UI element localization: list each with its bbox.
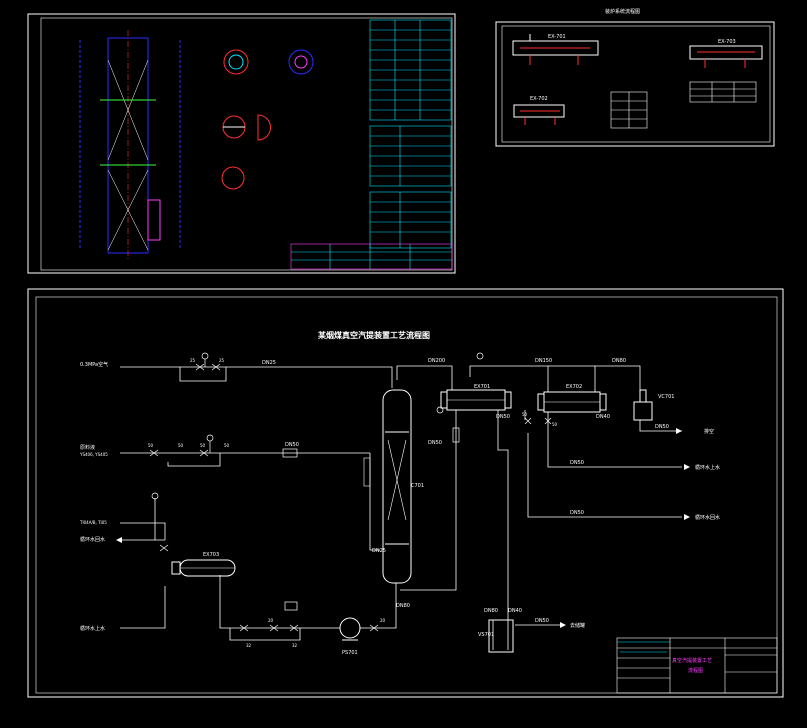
outlet-noncondensable-label: 排空 [704, 428, 714, 435]
feed-inlet-label: 原料液 [80, 444, 95, 451]
pipe-cw-sup-size: DN50 [570, 460, 584, 466]
sheet3-inner-frame [35, 296, 778, 694]
pipe-vent-size: DN50 [655, 424, 669, 430]
exchanger-ex703-drawing [689, 45, 763, 68]
valve-size-50b: 50 [178, 443, 184, 448]
cw-return-left-label: 循环水回水 [80, 536, 105, 543]
sheet1-data-tables [290, 19, 453, 270]
pipe-vapor-top-size: DN200 [428, 358, 445, 364]
sheet2-title: 装炉系统流程图 [605, 8, 640, 15]
condenser2-label: EX702 [566, 384, 582, 390]
sheet-column-detail [27, 13, 456, 274]
sheet-heat-exchangers: 装炉系统流程图 EX-701 EX-703 EX-702 [495, 8, 775, 147]
title-block-name-line2: 流程图 [688, 667, 703, 674]
sheet-process-flow: 某烟煤真空汽提装置工艺流程图 [27, 288, 784, 698]
sheet2-label-ex702: EX-702 [530, 96, 548, 102]
exchanger-ex702-drawing [513, 104, 565, 125]
valves-instruments [149, 352, 552, 632]
flow-arrows [116, 428, 690, 628]
valve-size-20a: 20 [268, 618, 274, 623]
valve-size-50d: 50 [224, 443, 230, 448]
pipe-cw-ret-size: DN50 [570, 510, 584, 516]
vacuum-pump-vc701 [633, 389, 653, 421]
pipe-dn80-size: DN80 [612, 358, 626, 364]
valve-size-50c: 50 [200, 443, 206, 448]
pipe-dn50-c1-size: DN50 [496, 414, 510, 420]
feed-tags-label: YS406, YS405 [79, 452, 108, 457]
seal-tank-label: VS701 [478, 632, 494, 638]
sheet2-label-ex703: EX-703 [718, 39, 736, 45]
column-c701 [363, 389, 412, 584]
pipe-dn40-c2-size: DN40 [596, 414, 610, 420]
sheet1-outer-frame [27, 13, 456, 274]
column-elevation-view [79, 30, 181, 260]
sheet3-outer-frame [27, 288, 784, 698]
pump-label: PS701 [342, 650, 358, 656]
pipe-seal-a-size: DN80 [484, 608, 498, 614]
valve-size-50e: 50 [522, 412, 528, 417]
sheet2-tables [610, 81, 757, 129]
sheet2-inner-frame [501, 25, 771, 143]
column-label: C701 [411, 483, 424, 489]
seal-tank-vs701 [488, 619, 514, 653]
pipe-seal-b-size: DN40 [508, 608, 522, 614]
outlet-product-label: 去储罐 [570, 622, 585, 629]
pump-ps701 [339, 617, 361, 641]
title-block [616, 637, 778, 694]
valve-size-25a: 25 [190, 358, 196, 363]
sheet2-outer-frame [495, 21, 775, 147]
cw-supply-left-label: 循环水上水 [80, 625, 105, 632]
exchanger-ex701-drawing [512, 34, 599, 65]
pipe-network [120, 365, 682, 650]
reboiler-ex703 [171, 559, 236, 577]
outlet-cw-supply-label: 循环水上水 [695, 464, 720, 471]
process-title: 某烟煤真空汽提装置工艺流程图 [317, 330, 430, 340]
sheet2-label-ex701: EX-701 [548, 34, 566, 40]
valve-size-32a: 32 [246, 643, 252, 648]
valve-size-50a: 50 [148, 443, 154, 448]
pipe-reflux-size: DN50 [428, 440, 442, 446]
pipe-column-side-size: DN25 [372, 548, 386, 554]
valve-size-20b: 20 [380, 618, 386, 623]
pipe-product-size: DN50 [535, 618, 549, 624]
title-block-name-line1: 真空汽提装置工艺 [672, 657, 712, 664]
condenser-ex701 [440, 389, 512, 411]
pipe-dn150-size: DN150 [535, 358, 552, 364]
condenser1-label: EX701 [474, 384, 490, 390]
pipe-feed-size: DN50 [285, 442, 299, 448]
reboiler-label: EX703 [203, 552, 219, 558]
pipe-bottoms-size: DN80 [396, 603, 410, 609]
temp-tags-label: TI04A/B, TI05 [79, 520, 107, 525]
air-inlet-label: 0.3MPa空气 [80, 361, 108, 368]
condenser-ex702 [537, 391, 607, 413]
valve-size-50f: 50 [552, 422, 558, 427]
pipe-air-size: DN25 [262, 360, 276, 366]
outlet-cw-return-label: 循环水回水 [695, 514, 720, 521]
vacuum-pump-label: VC701 [658, 394, 674, 400]
valve-size-32b: 32 [292, 643, 298, 648]
nozzle-orientation-details [221, 49, 314, 190]
valve-size-25b: 25 [219, 358, 225, 363]
sheet1-inner-frame [40, 17, 453, 271]
